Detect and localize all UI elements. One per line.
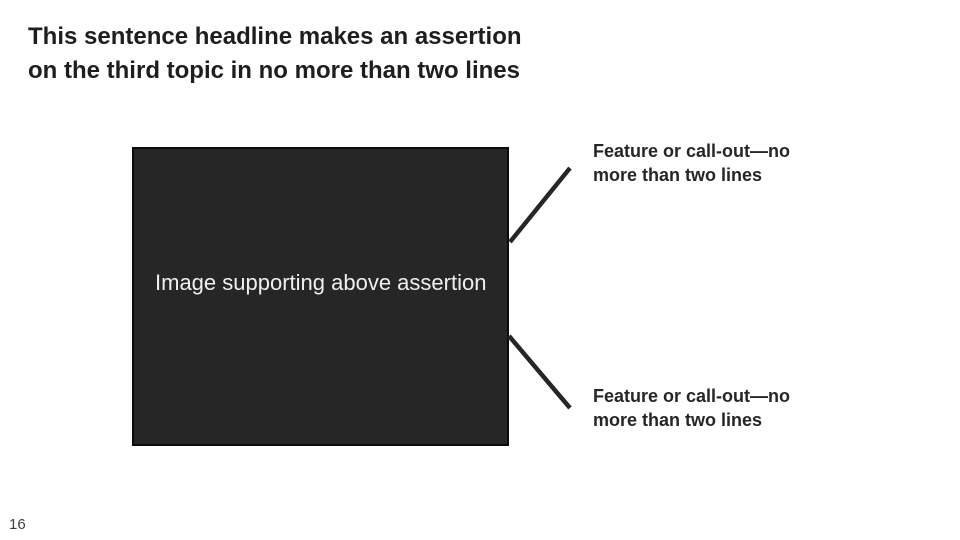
bottom-callout-connector-line [507, 334, 572, 410]
callout-bottom-right: Feature or call-out—no more than two lin… [593, 386, 791, 430]
slide-headline: This sentence headline makes an assertio… [28, 23, 522, 84]
callout-top-right: Feature or call-out—no more than two lin… [593, 141, 791, 185]
image-placeholder[interactable]: Image supporting above assertion [132, 147, 509, 446]
top-callout-connector-line [508, 166, 572, 244]
image-placeholder-label: Image supporting above assertion [155, 270, 487, 295]
page-number: 16 [9, 516, 26, 533]
